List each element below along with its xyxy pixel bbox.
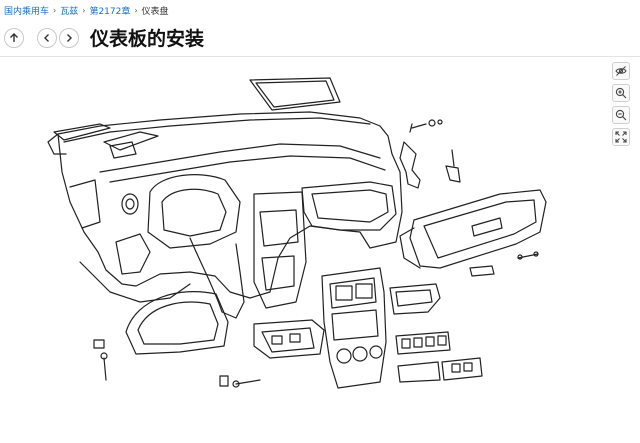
breadcrumb-separator-icon: › xyxy=(82,5,86,15)
center-console-bezel xyxy=(321,267,387,389)
up-button[interactable] xyxy=(4,28,24,48)
toggle-labels-button[interactable] xyxy=(612,62,630,80)
fit-screen-button[interactable] xyxy=(612,128,630,146)
zoom-out-button[interactable] xyxy=(612,106,630,124)
header-divider xyxy=(0,56,640,57)
dashboard-exploded-diagram xyxy=(47,77,547,389)
hinge-clip xyxy=(445,149,461,183)
zoom-out-icon xyxy=(615,109,627,121)
page-header: 仪表板的安装 xyxy=(0,22,640,54)
switch-panel-lower xyxy=(397,357,483,383)
eye-off-icon xyxy=(615,66,627,76)
prev-button[interactable] xyxy=(37,28,57,48)
next-button[interactable] xyxy=(59,28,79,48)
breadcrumb-separator-icon: › xyxy=(53,5,57,15)
bolt-group-top xyxy=(409,119,443,133)
breadcrumb: 国内乘用车 › 瓦兹 › 第2172章 › 仪表盘 xyxy=(4,3,169,17)
fullscreen-icon xyxy=(615,131,627,143)
steering-support xyxy=(115,233,151,275)
glovebox-latch xyxy=(469,265,495,277)
breadcrumb-item-vaz[interactable]: 瓦兹 xyxy=(60,6,79,17)
viewer-toolbar xyxy=(612,62,630,146)
breadcrumb-item-domestic-cars[interactable]: 国内乘用车 xyxy=(4,6,50,17)
breadcrumb-separator-icon: › xyxy=(134,5,138,15)
top-cover-panel xyxy=(249,77,341,111)
switch-panel-upper xyxy=(395,331,451,355)
zoom-in-icon xyxy=(615,87,627,99)
breadcrumb-current: 仪表盘 xyxy=(141,6,169,17)
lower-center-bracket xyxy=(253,319,325,359)
chevron-left-icon xyxy=(44,34,49,42)
zoom-in-button[interactable] xyxy=(612,84,630,102)
cluster-hood xyxy=(125,291,229,355)
dash-top-trim xyxy=(53,123,159,151)
arrow-up-icon xyxy=(10,33,18,42)
dashboard-body xyxy=(47,111,403,319)
screw-bottom xyxy=(219,375,261,388)
screw-left xyxy=(93,339,108,381)
storage-tray xyxy=(389,283,441,315)
mounting-bracket-right xyxy=(399,141,421,189)
page-title: 仪表板的安装 xyxy=(90,28,205,50)
chevron-right-icon xyxy=(67,34,72,42)
glovebox xyxy=(399,189,547,269)
damper-rod xyxy=(517,251,539,260)
breadcrumb-item-chapter[interactable]: 第2172章 xyxy=(89,6,131,17)
